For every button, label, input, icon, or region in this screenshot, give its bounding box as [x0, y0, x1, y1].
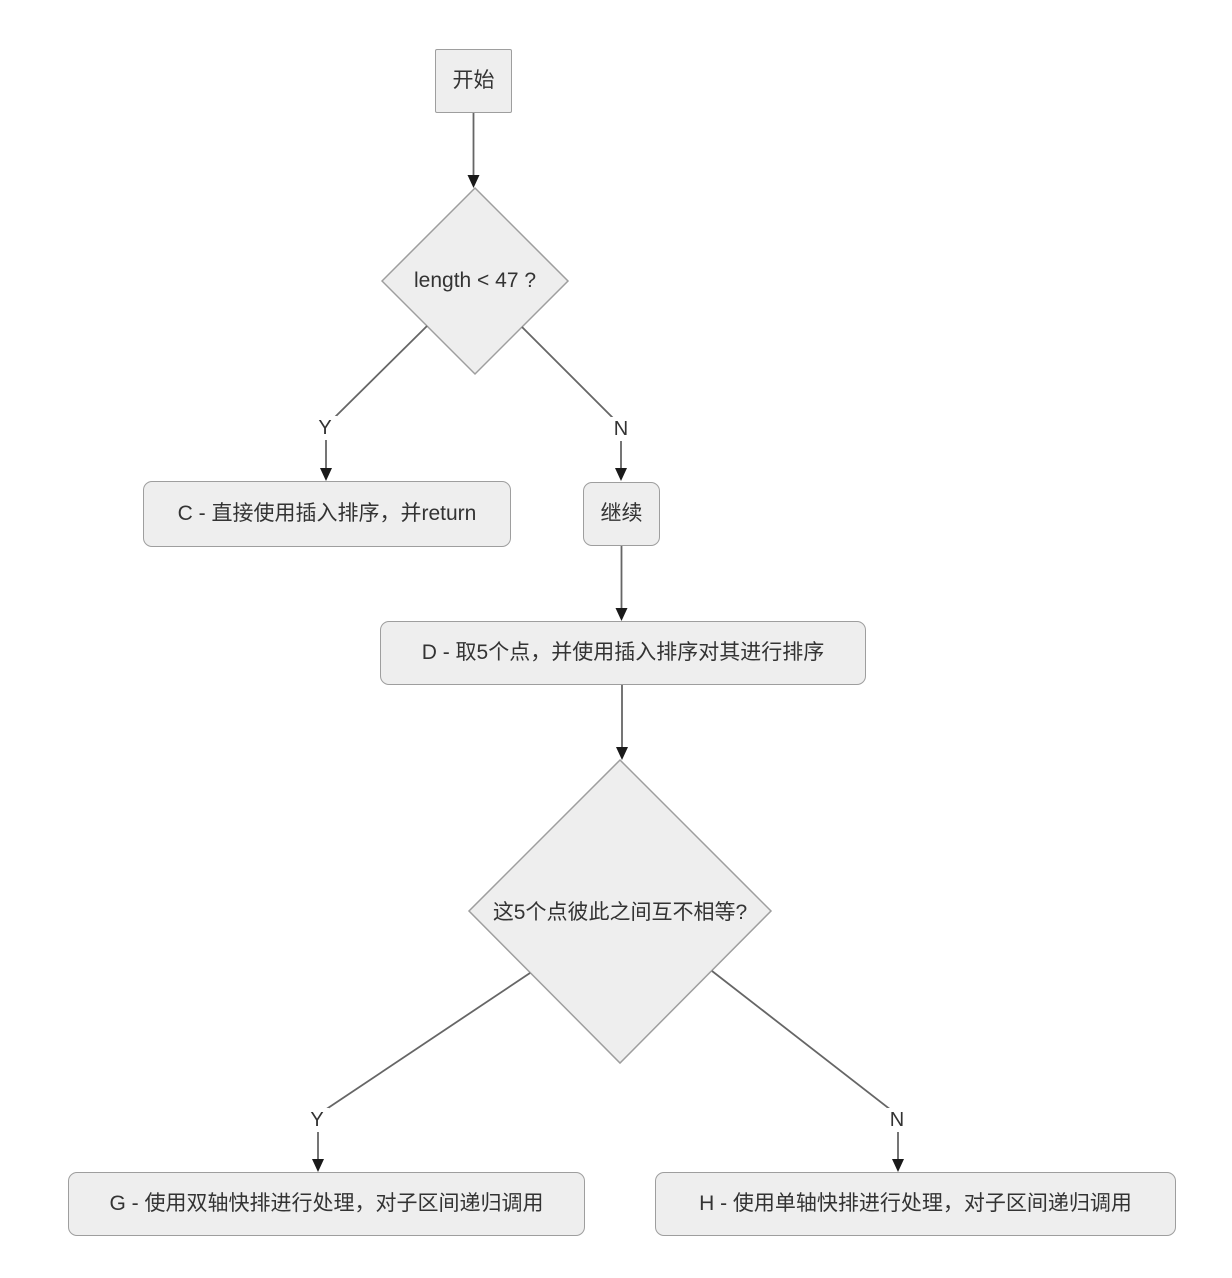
edge-label-length-yes: Y: [313, 416, 337, 440]
edge-decision-no-to-continue: [521, 326, 622, 469]
single-pivot-node: H - 使用单轴快排进行处理，对子区间递归调用: [655, 1172, 1176, 1236]
arrowhead-icon: [615, 608, 628, 621]
edge-decision-yes-to-c: [325, 325, 428, 469]
arrowhead-icon: [615, 468, 627, 481]
start-node: 开始: [435, 49, 512, 113]
decision-distinct-diamond: [467, 758, 773, 1065]
edge-label-length-no: N: [609, 417, 633, 441]
arrowhead-icon: [892, 1159, 904, 1172]
pick-points-node: D - 取5个点，并使用插入排序对其进行排序: [380, 621, 866, 685]
edge-label-distinct-no: N: [885, 1108, 909, 1132]
arrowhead-icon: [467, 175, 480, 188]
edge-distinct-yes-to-g: [317, 972, 531, 1160]
insertion-sort-node: C - 直接使用插入排序，并return: [143, 481, 511, 547]
arrowhead-icon: [616, 747, 628, 760]
arrowhead-icon: [320, 468, 332, 481]
edge-distinct-no-to-h: [711, 970, 899, 1160]
continue-node: 继续: [583, 482, 660, 546]
arrowhead-icon: [312, 1159, 324, 1172]
edge-label-distinct-yes: Y: [305, 1108, 329, 1132]
dual-pivot-node: G - 使用双轴快排进行处理，对子区间递归调用: [68, 1172, 585, 1236]
